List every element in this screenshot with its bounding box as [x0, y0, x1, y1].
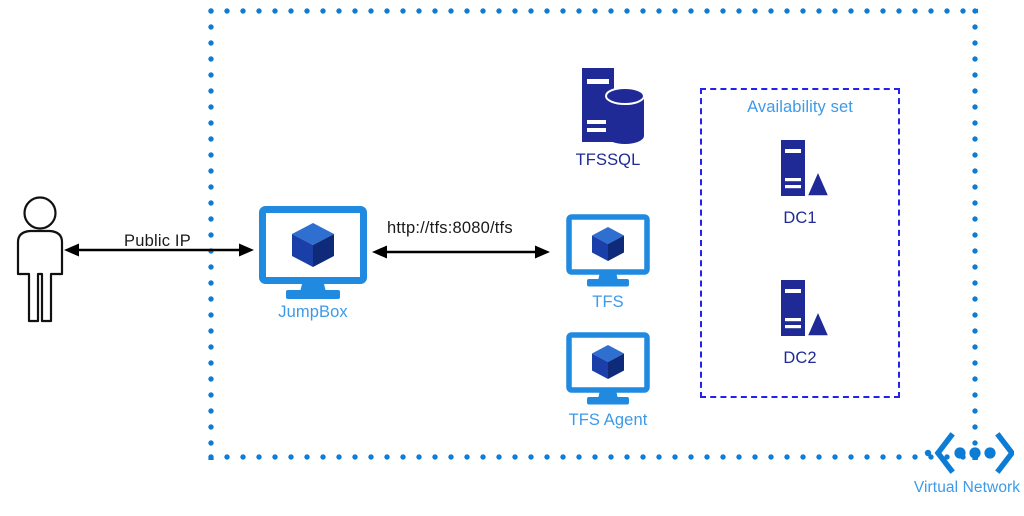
jumpbox-to-tfs-label: http://tfs:8080/tfs [387, 219, 513, 237]
virtual-machine-icon [259, 206, 367, 299]
tfs-label: TFS [592, 293, 624, 311]
dc1-node: DC1 [758, 138, 842, 228]
tfssql-node: TFSSQL [552, 64, 664, 170]
jumpbox-to-tfs-arrow [372, 240, 550, 269]
tfssql-label: TFSSQL [575, 151, 641, 169]
person-icon [16, 196, 64, 323]
tfs-node: TFS [560, 214, 656, 312]
vnet-boundary-top-edge [208, 8, 978, 14]
tfs-agent-node: TFS Agent [550, 332, 666, 430]
virtual-machine-icon [566, 214, 650, 287]
virtual-machine-icon [566, 332, 650, 405]
vnet-boundary-left-edge [208, 8, 214, 460]
domain-controller-icon [781, 280, 831, 337]
user-to-jumpbox-label: Public IP [124, 232, 191, 250]
dc2-label: DC2 [783, 349, 817, 367]
jumpbox-node: JumpBox [252, 206, 374, 322]
database-cylinder-glyph [605, 87, 645, 144]
virtual-network-legend: Virtual Network [912, 430, 1022, 498]
user-node [4, 194, 76, 324]
jumpbox-label: JumpBox [278, 303, 348, 321]
user-to-jumpbox-arrow [64, 238, 254, 267]
cube-glyph [592, 227, 624, 261]
domain-controller-icon [781, 140, 831, 197]
tfs-agent-label: TFS Agent [568, 411, 648, 429]
availability-set-group [700, 88, 900, 398]
dc2-node: DC2 [758, 278, 842, 368]
virtual-network-legend-label: Virtual Network [913, 479, 1021, 496]
cube-glyph [592, 345, 624, 379]
vnet-boundary-bottom-edge [208, 454, 978, 460]
vnet-boundary-right-edge [972, 8, 978, 460]
cube-glyph [292, 223, 334, 267]
virtual-network-icon [924, 432, 1014, 474]
dc1-label: DC1 [783, 209, 817, 227]
virtual-network-boundary [208, 8, 978, 460]
availability-set-label: Availability set [747, 98, 853, 116]
sql-server-icon [582, 68, 645, 144]
